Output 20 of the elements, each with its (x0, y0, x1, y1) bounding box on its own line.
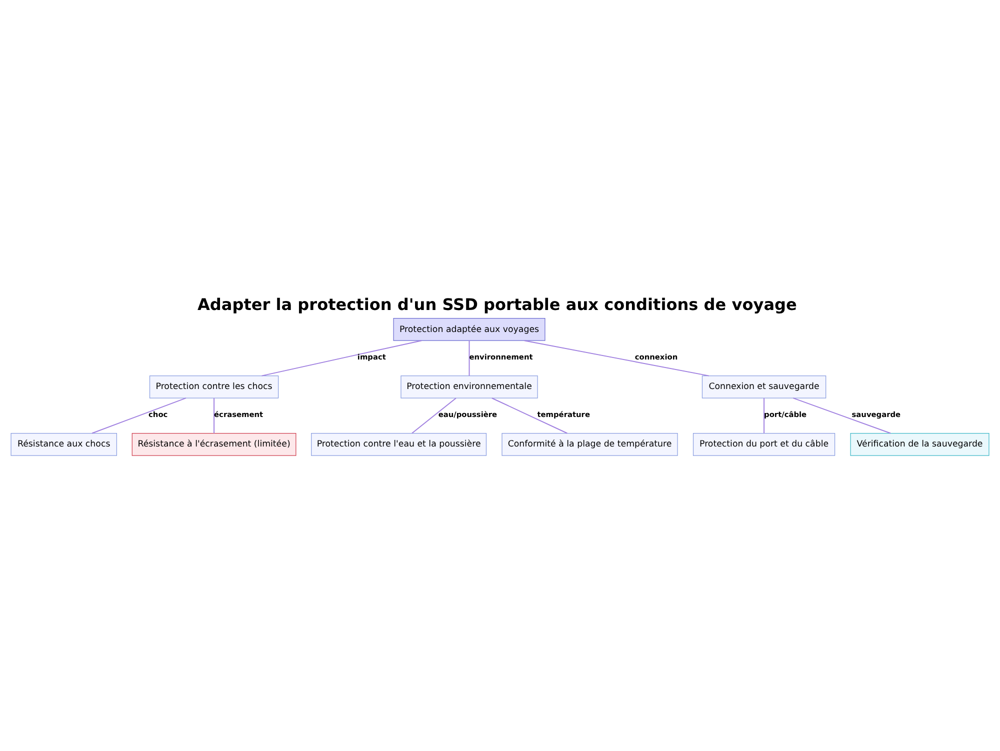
node-box: Résistance aux chocs (10, 432, 117, 456)
node-box: Résistance à l'écrasement (limitée) (132, 432, 296, 456)
connector (764, 398, 765, 434)
node-box: Connexion et sauvegarde (702, 376, 826, 398)
node-box: Conformité à la plage de température (502, 432, 678, 456)
node-box: Protection contre les chocs (149, 376, 279, 398)
node-box: Protection contre l'eau et la poussière (311, 432, 487, 456)
connector (214, 398, 215, 434)
diagram-title: Adapter la protection d'un SSD portable aux conditions de voyage (198, 295, 797, 314)
connector (468, 340, 470, 376)
connector (524, 340, 710, 376)
node-box: Protection adaptée aux voyages (393, 318, 546, 341)
node-box: Vérification de la sauvegarde (850, 432, 990, 456)
connector (491, 398, 568, 434)
connector (412, 398, 456, 434)
node-box: Protection du port et du câble (692, 432, 836, 456)
node-box: Protection environnementale (400, 376, 538, 398)
connector (92, 398, 186, 434)
connector (261, 340, 422, 376)
connector (792, 398, 892, 434)
